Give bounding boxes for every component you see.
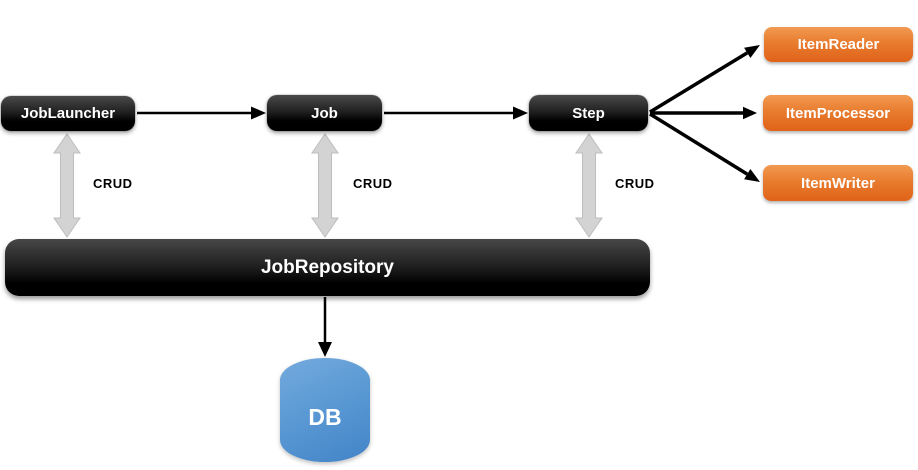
node-joblauncher-label: JobLauncher <box>20 105 116 122</box>
edge-crud-job-jobrepository <box>311 133 339 238</box>
node-jobrepository-label: JobRepository <box>260 256 395 278</box>
node-step: Step <box>529 95 648 131</box>
node-itemprocessor-label: ItemProcessor <box>785 104 891 122</box>
crud-label-job: CRUD <box>353 176 393 191</box>
crud-label-joblauncher: CRUD <box>93 176 133 191</box>
edge-job-step <box>384 106 528 120</box>
edge-crud-step-jobrepository <box>575 133 603 238</box>
crud-label-step: CRUD <box>615 176 655 191</box>
edge-crud-joblauncher-jobrepository <box>53 133 81 238</box>
node-job: Job <box>267 95 382 131</box>
edge-jobrepository-db <box>318 297 332 357</box>
edge-joblauncher-job <box>137 106 266 120</box>
node-joblauncher: JobLauncher <box>1 96 135 131</box>
node-itemwriter-label: ItemWriter <box>801 174 875 192</box>
node-db-cylinder: DB <box>280 358 370 462</box>
node-itemwriter: ItemWriter <box>763 165 913 201</box>
edge-step-itemwriter <box>649 112 760 182</box>
node-job-label: Job <box>311 104 338 122</box>
node-db-label: DB <box>308 403 342 430</box>
node-itemreader-label: ItemReader <box>797 36 880 53</box>
node-itemreader: ItemReader <box>764 27 913 62</box>
node-step-label: Step <box>572 104 605 122</box>
edge-step-itemprocessor <box>650 106 757 120</box>
node-jobrepository: JobRepository <box>5 239 650 296</box>
edge-step-itemreader <box>649 45 760 114</box>
node-itemprocessor: ItemProcessor <box>763 95 913 131</box>
